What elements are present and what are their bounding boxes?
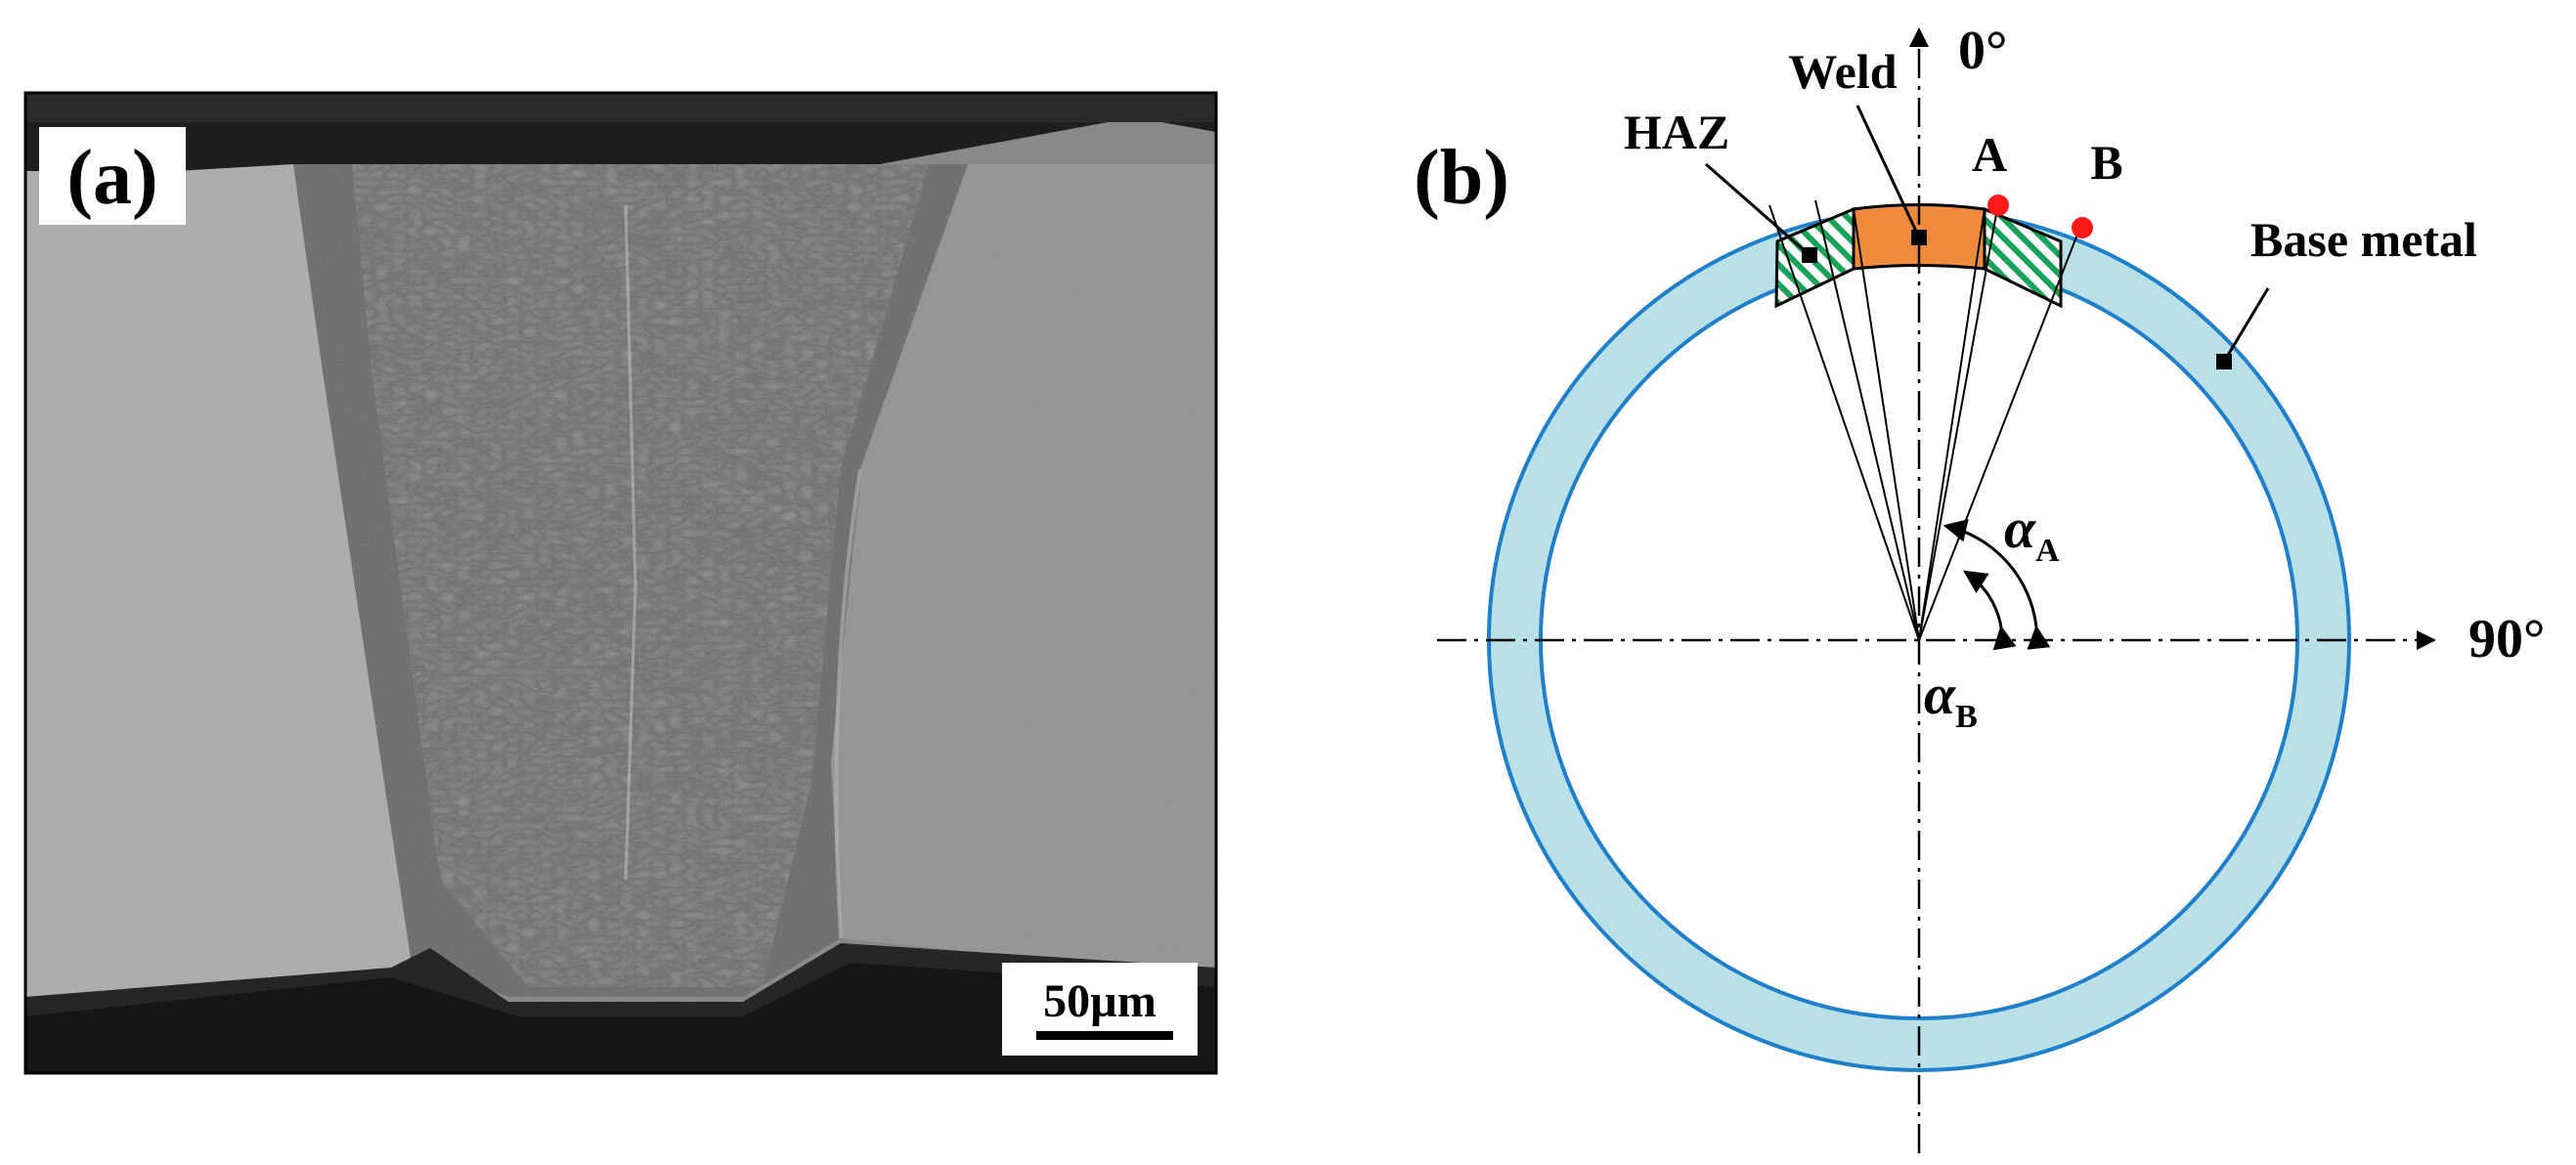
panel-a-frame [23, 91, 1218, 1075]
panel-a [25, 93, 1216, 1073]
point-b-marker [2072, 217, 2093, 238]
alpha-b-subscript: B [1955, 699, 1978, 735]
axis-top-label: 0° [1958, 21, 2007, 81]
panel-a-label-box [39, 127, 186, 225]
alpha-b-arc [1962, 570, 2017, 651]
radial-lines [1768, 199, 2081, 641]
scale-bar-box [1002, 963, 1198, 1056]
alpha-a-subscript: A [2035, 533, 2060, 569]
scale-bar [1036, 1031, 1173, 1040]
point-a-marker [1987, 194, 2009, 216]
alpha-a-symbol: α [2004, 496, 2036, 560]
alpha-b-symbol: α [1924, 663, 1956, 726]
weld-label: Weld [1788, 44, 1897, 99]
axis-right-label: 90° [2468, 609, 2545, 669]
base-metal-label: Base metal [2250, 212, 2477, 267]
scale-bar-label: 50µm [1043, 975, 1157, 1027]
panel-a-label: (a) [66, 135, 157, 221]
alpha-b-label: αB [1924, 663, 1978, 735]
weld-leader [1856, 105, 1921, 238]
haz-leader [1705, 162, 1812, 258]
alpha-a-arc [1943, 519, 2051, 650]
panel-b-label: (b) [1414, 135, 1509, 221]
base-metal-leader [2222, 287, 2270, 363]
panel-b [1437, 27, 2436, 1153]
point-b-label: B [2090, 135, 2122, 190]
alpha-a-label: αA [2004, 496, 2060, 569]
haz-label: HAZ [1624, 105, 1729, 159]
point-a-label: A [1972, 127, 2007, 182]
